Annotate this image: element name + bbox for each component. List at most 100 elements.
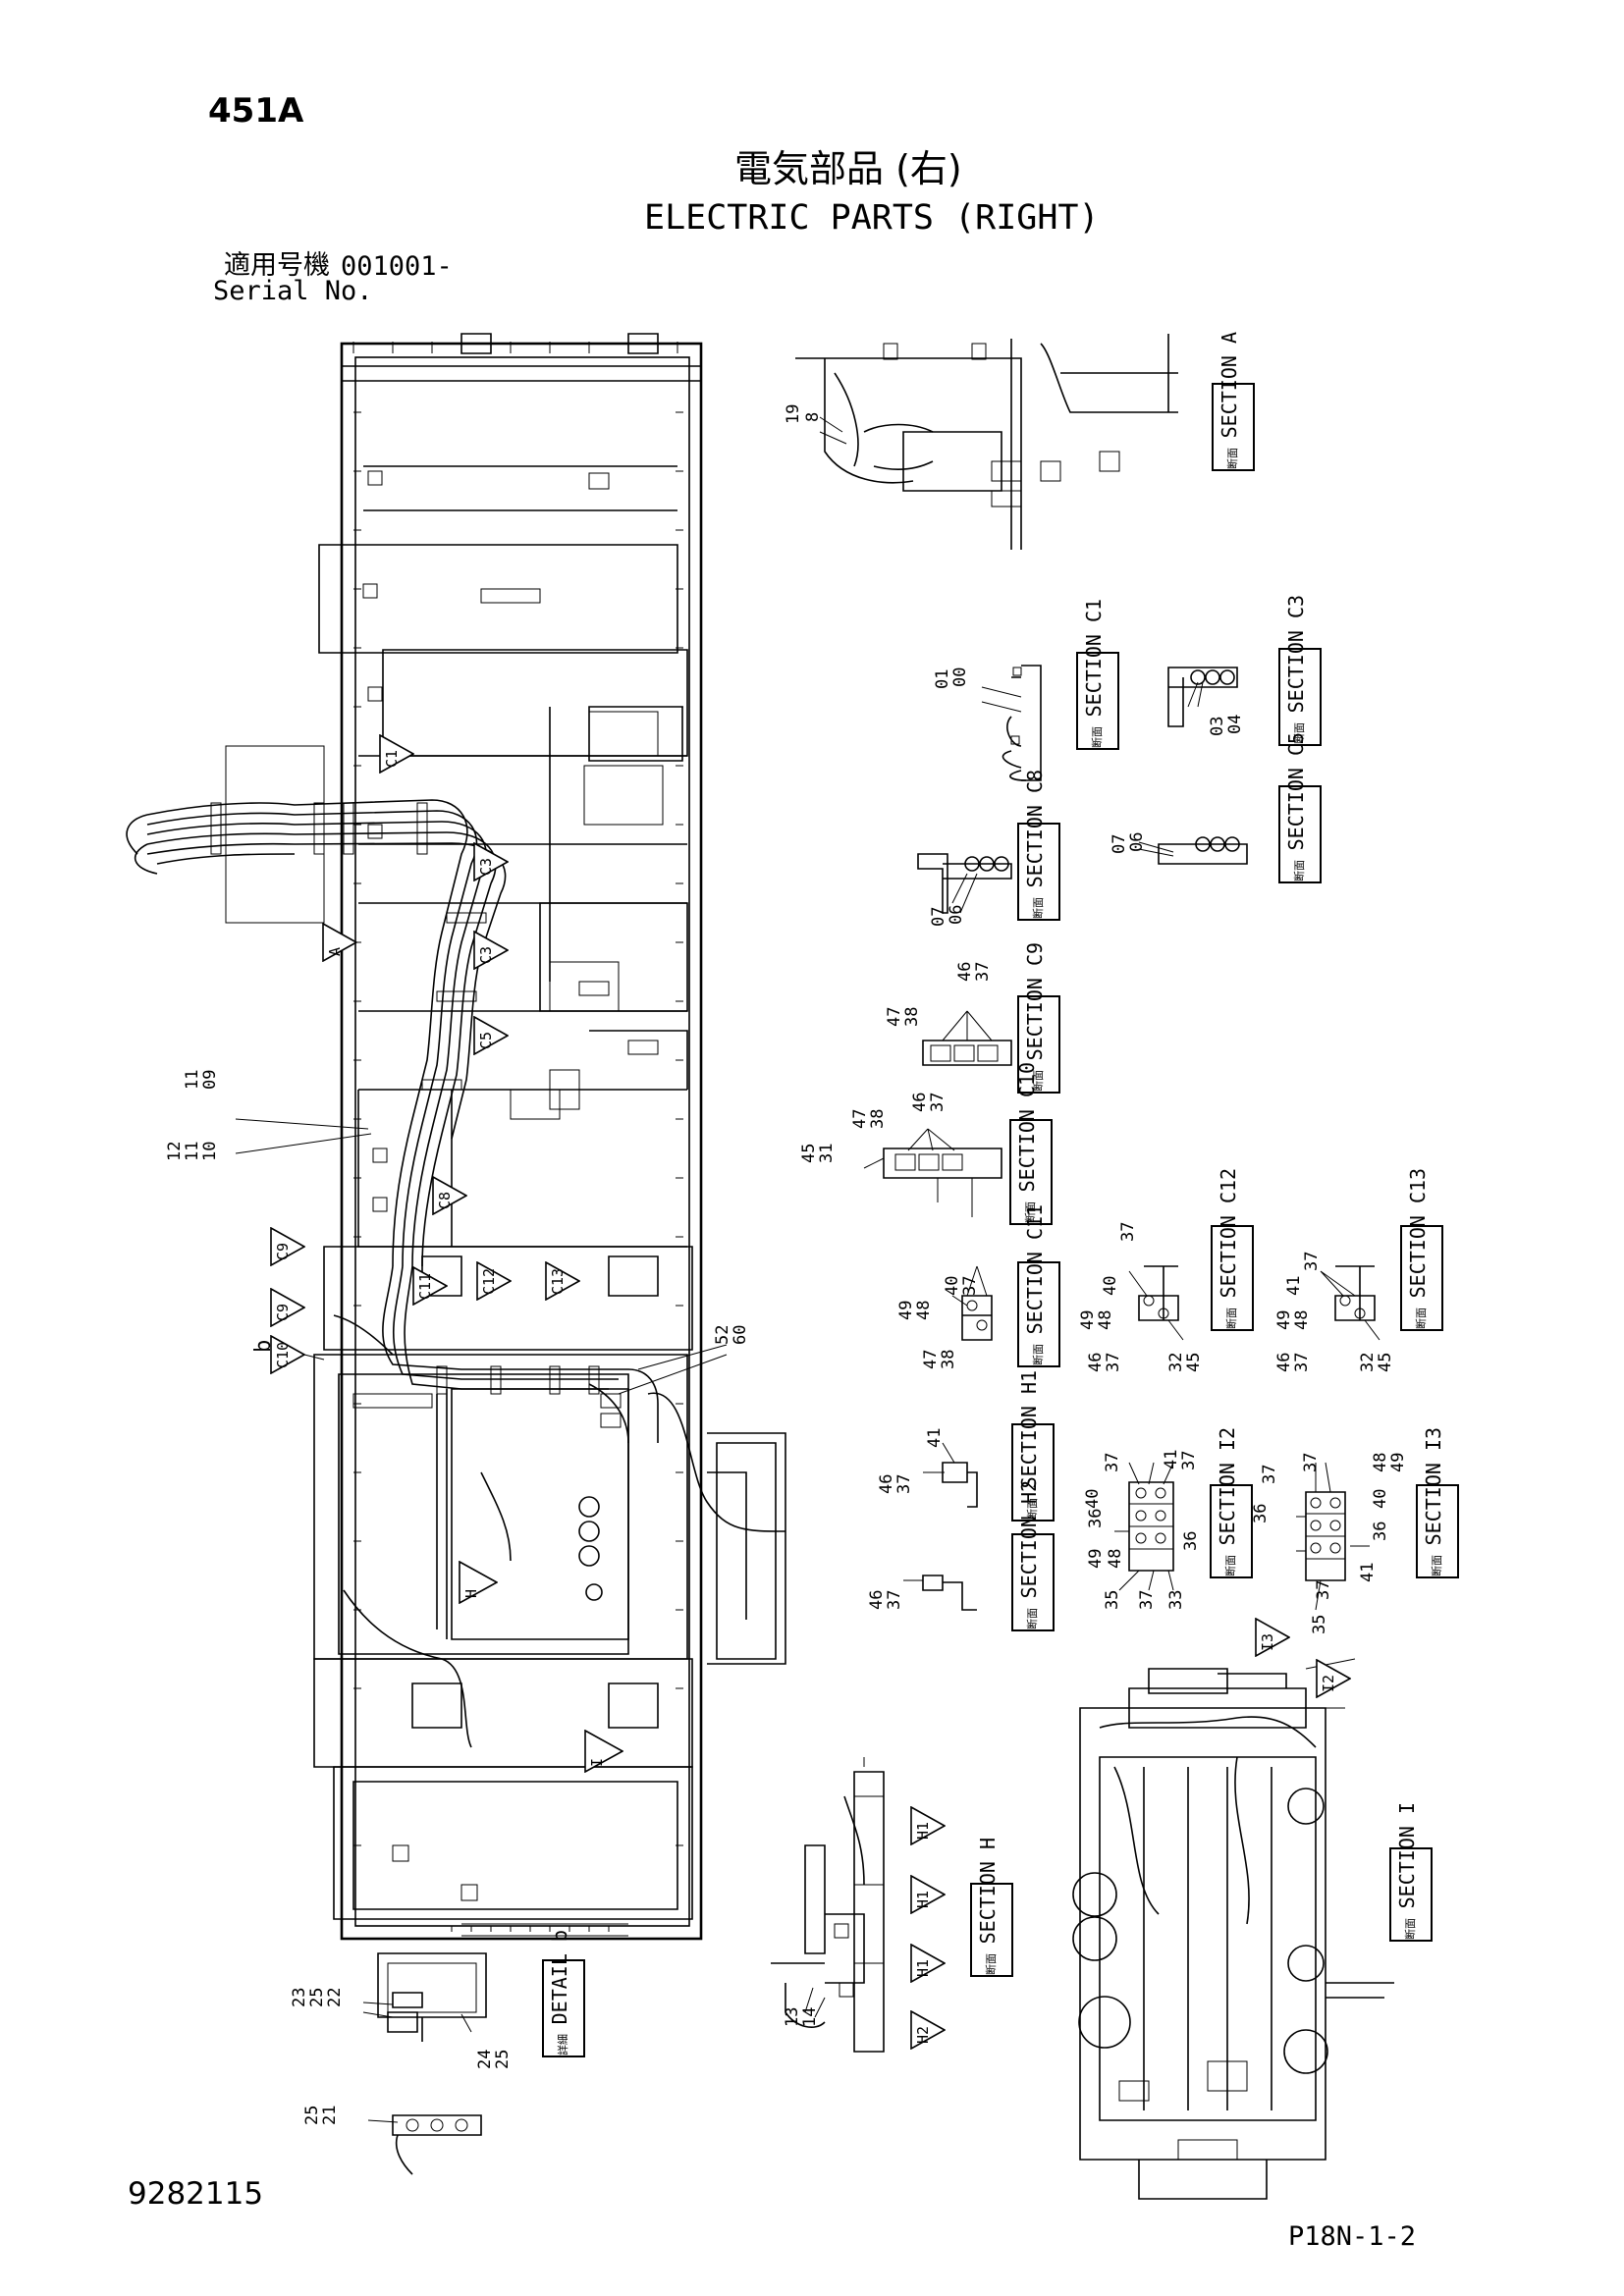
part-callout: 47 xyxy=(850,1108,870,1129)
part-callout: 49 xyxy=(1274,1309,1294,1330)
view-flag-i2: I2 xyxy=(1316,1659,1351,1698)
view-flag-c12: C12 xyxy=(476,1261,512,1301)
part-callout: 11 xyxy=(183,1141,202,1161)
part-callout: 40 xyxy=(1083,1488,1103,1509)
section-h2-label: SECTION H2 xyxy=(1017,1479,1041,1599)
view-flag-c9: C9 xyxy=(270,1227,305,1266)
part-callout: 37 xyxy=(1301,1452,1321,1472)
section-h-view xyxy=(771,1757,885,2053)
part-callout: 21 xyxy=(320,2105,340,2125)
view-flag-label: C1 xyxy=(383,749,401,768)
section-i3-jp: 断面 xyxy=(1431,1555,1443,1576)
page-code: 451A xyxy=(208,91,304,131)
part-callout: 36 xyxy=(1371,1521,1390,1541)
detail-box-b: 詳細 DETAIL b xyxy=(542,1930,585,2057)
detail-b-label: DETAIL b xyxy=(548,1930,571,2025)
section-i-label: SECTION I xyxy=(1395,1801,1419,1909)
section-c8-jp: 断面 xyxy=(1032,897,1045,919)
section-i2-label: SECTION I2 xyxy=(1216,1426,1239,1546)
part-callout: 49 xyxy=(896,1300,916,1320)
part-callout: 40 xyxy=(1371,1488,1390,1509)
part-callout: 36 xyxy=(1251,1503,1271,1523)
view-flag-h1: H1 xyxy=(910,1875,946,1914)
section-a-view xyxy=(795,334,1178,550)
part-callout: 48 xyxy=(1292,1309,1312,1330)
part-callout: 46 xyxy=(1274,1352,1294,1372)
part-callout: 38 xyxy=(939,1349,958,1369)
part-callout: 06 xyxy=(947,904,966,925)
section-box-i3: 断面 SECTION I3 xyxy=(1416,1427,1459,1578)
part-callout: 25 xyxy=(493,2049,513,2069)
view-flag-label: C8 xyxy=(436,1191,454,1209)
section-c12-jp: 断面 xyxy=(1225,1308,1238,1329)
part-callout: 37 xyxy=(1103,1452,1122,1472)
part-callout: 41 xyxy=(1358,1562,1378,1582)
part-callout: 25 xyxy=(302,2105,322,2125)
section-c12-label: SECTION C12 xyxy=(1217,1167,1240,1299)
view-flag-label: C5 xyxy=(477,1031,495,1049)
part-callout: 31 xyxy=(817,1143,837,1163)
section-c13-label: SECTION C13 xyxy=(1406,1167,1430,1299)
section-box-c5: 断面 SECTION C5 xyxy=(1278,732,1322,883)
part-callout: 22 xyxy=(325,1987,345,2007)
section-i-jp: 断面 xyxy=(1404,1918,1417,1940)
section-c1-view xyxy=(981,665,1042,781)
part-callout: 35 xyxy=(1310,1614,1329,1634)
part-callout: 24 xyxy=(475,2049,495,2069)
detail-marker-b: b xyxy=(251,1339,276,1353)
view-flag-c10: C10 xyxy=(270,1335,305,1374)
section-i2-view xyxy=(1114,1462,1174,1591)
main-frame-outline xyxy=(313,333,786,1941)
part-callout: 19 xyxy=(784,403,803,424)
view-flag-c3: C3 xyxy=(473,842,509,881)
section-c5-label: SECTION C5 xyxy=(1284,731,1308,851)
view-flag-c5: C5 xyxy=(473,1016,509,1055)
section-box-c9: 断面 SECTION C9 xyxy=(1017,942,1060,1094)
part-callout: 23 xyxy=(290,1987,309,2007)
view-flag-c11: C11 xyxy=(412,1266,448,1306)
part-callout: 37 xyxy=(1260,1464,1279,1484)
view-flag-label: H xyxy=(462,1588,480,1598)
section-a-label: SECTION A xyxy=(1218,331,1241,439)
title-jp: 電気部品 (右) xyxy=(734,147,962,190)
part-callout: 38 xyxy=(902,1006,922,1027)
part-callout: 09 xyxy=(200,1069,220,1090)
section-box-a: 断面 SECTION A xyxy=(1212,332,1255,471)
section-c10-label: SECTION C10 xyxy=(1015,1061,1039,1193)
view-flag-label: H1 xyxy=(914,1890,932,1908)
part-callout: 40 xyxy=(943,1275,962,1296)
view-flag-c8: C8 xyxy=(432,1176,467,1215)
part-callout: 41 xyxy=(1284,1275,1304,1296)
part-callout: 37 xyxy=(1104,1352,1123,1372)
part-callout: 41 xyxy=(1162,1449,1181,1469)
part-callout: 00 xyxy=(950,667,970,687)
title-en: ELECTRIC PARTS (RIGHT) xyxy=(644,198,1100,238)
part-callout: 32 xyxy=(1358,1352,1378,1372)
view-flag-label: I xyxy=(588,1757,606,1767)
section-c3-view xyxy=(1167,667,1238,727)
section-box-c8: 断面 SECTION C8 xyxy=(1017,770,1060,921)
part-callout: 38 xyxy=(868,1108,888,1129)
view-flag-label: I3 xyxy=(1259,1632,1276,1651)
view-flag-h1: H1 xyxy=(910,1944,946,1983)
section-box-h1: 断面 SECTION H1 xyxy=(1011,1370,1055,1522)
section-c11-view xyxy=(951,1265,993,1341)
part-callout: 48 xyxy=(1106,1548,1125,1569)
part-callout: 37 xyxy=(1137,1589,1157,1610)
part-callout: 37 xyxy=(1314,1579,1333,1600)
section-i2-jp: 断面 xyxy=(1224,1555,1237,1576)
section-box-i: 断面 SECTION I xyxy=(1389,1802,1433,1942)
view-flag-c9: C9 xyxy=(270,1288,305,1327)
section-box-c3: 断面 SECTION C3 xyxy=(1278,595,1322,746)
part-callout: 04 xyxy=(1225,714,1245,734)
section-i3-view xyxy=(1296,1462,1370,1611)
section-box-c10: 断面 SECTION C10 xyxy=(1009,1062,1053,1225)
section-c12-view xyxy=(1128,1265,1184,1341)
part-callout: 47 xyxy=(885,1006,904,1027)
part-callout: 46 xyxy=(877,1473,896,1494)
section-c8-view xyxy=(917,853,1012,914)
part-callout: 46 xyxy=(867,1589,887,1610)
section-h2-jp: 断面 xyxy=(1026,1608,1039,1629)
section-c13-jp: 断面 xyxy=(1415,1308,1428,1329)
view-flag-label: C9 xyxy=(274,1303,292,1321)
